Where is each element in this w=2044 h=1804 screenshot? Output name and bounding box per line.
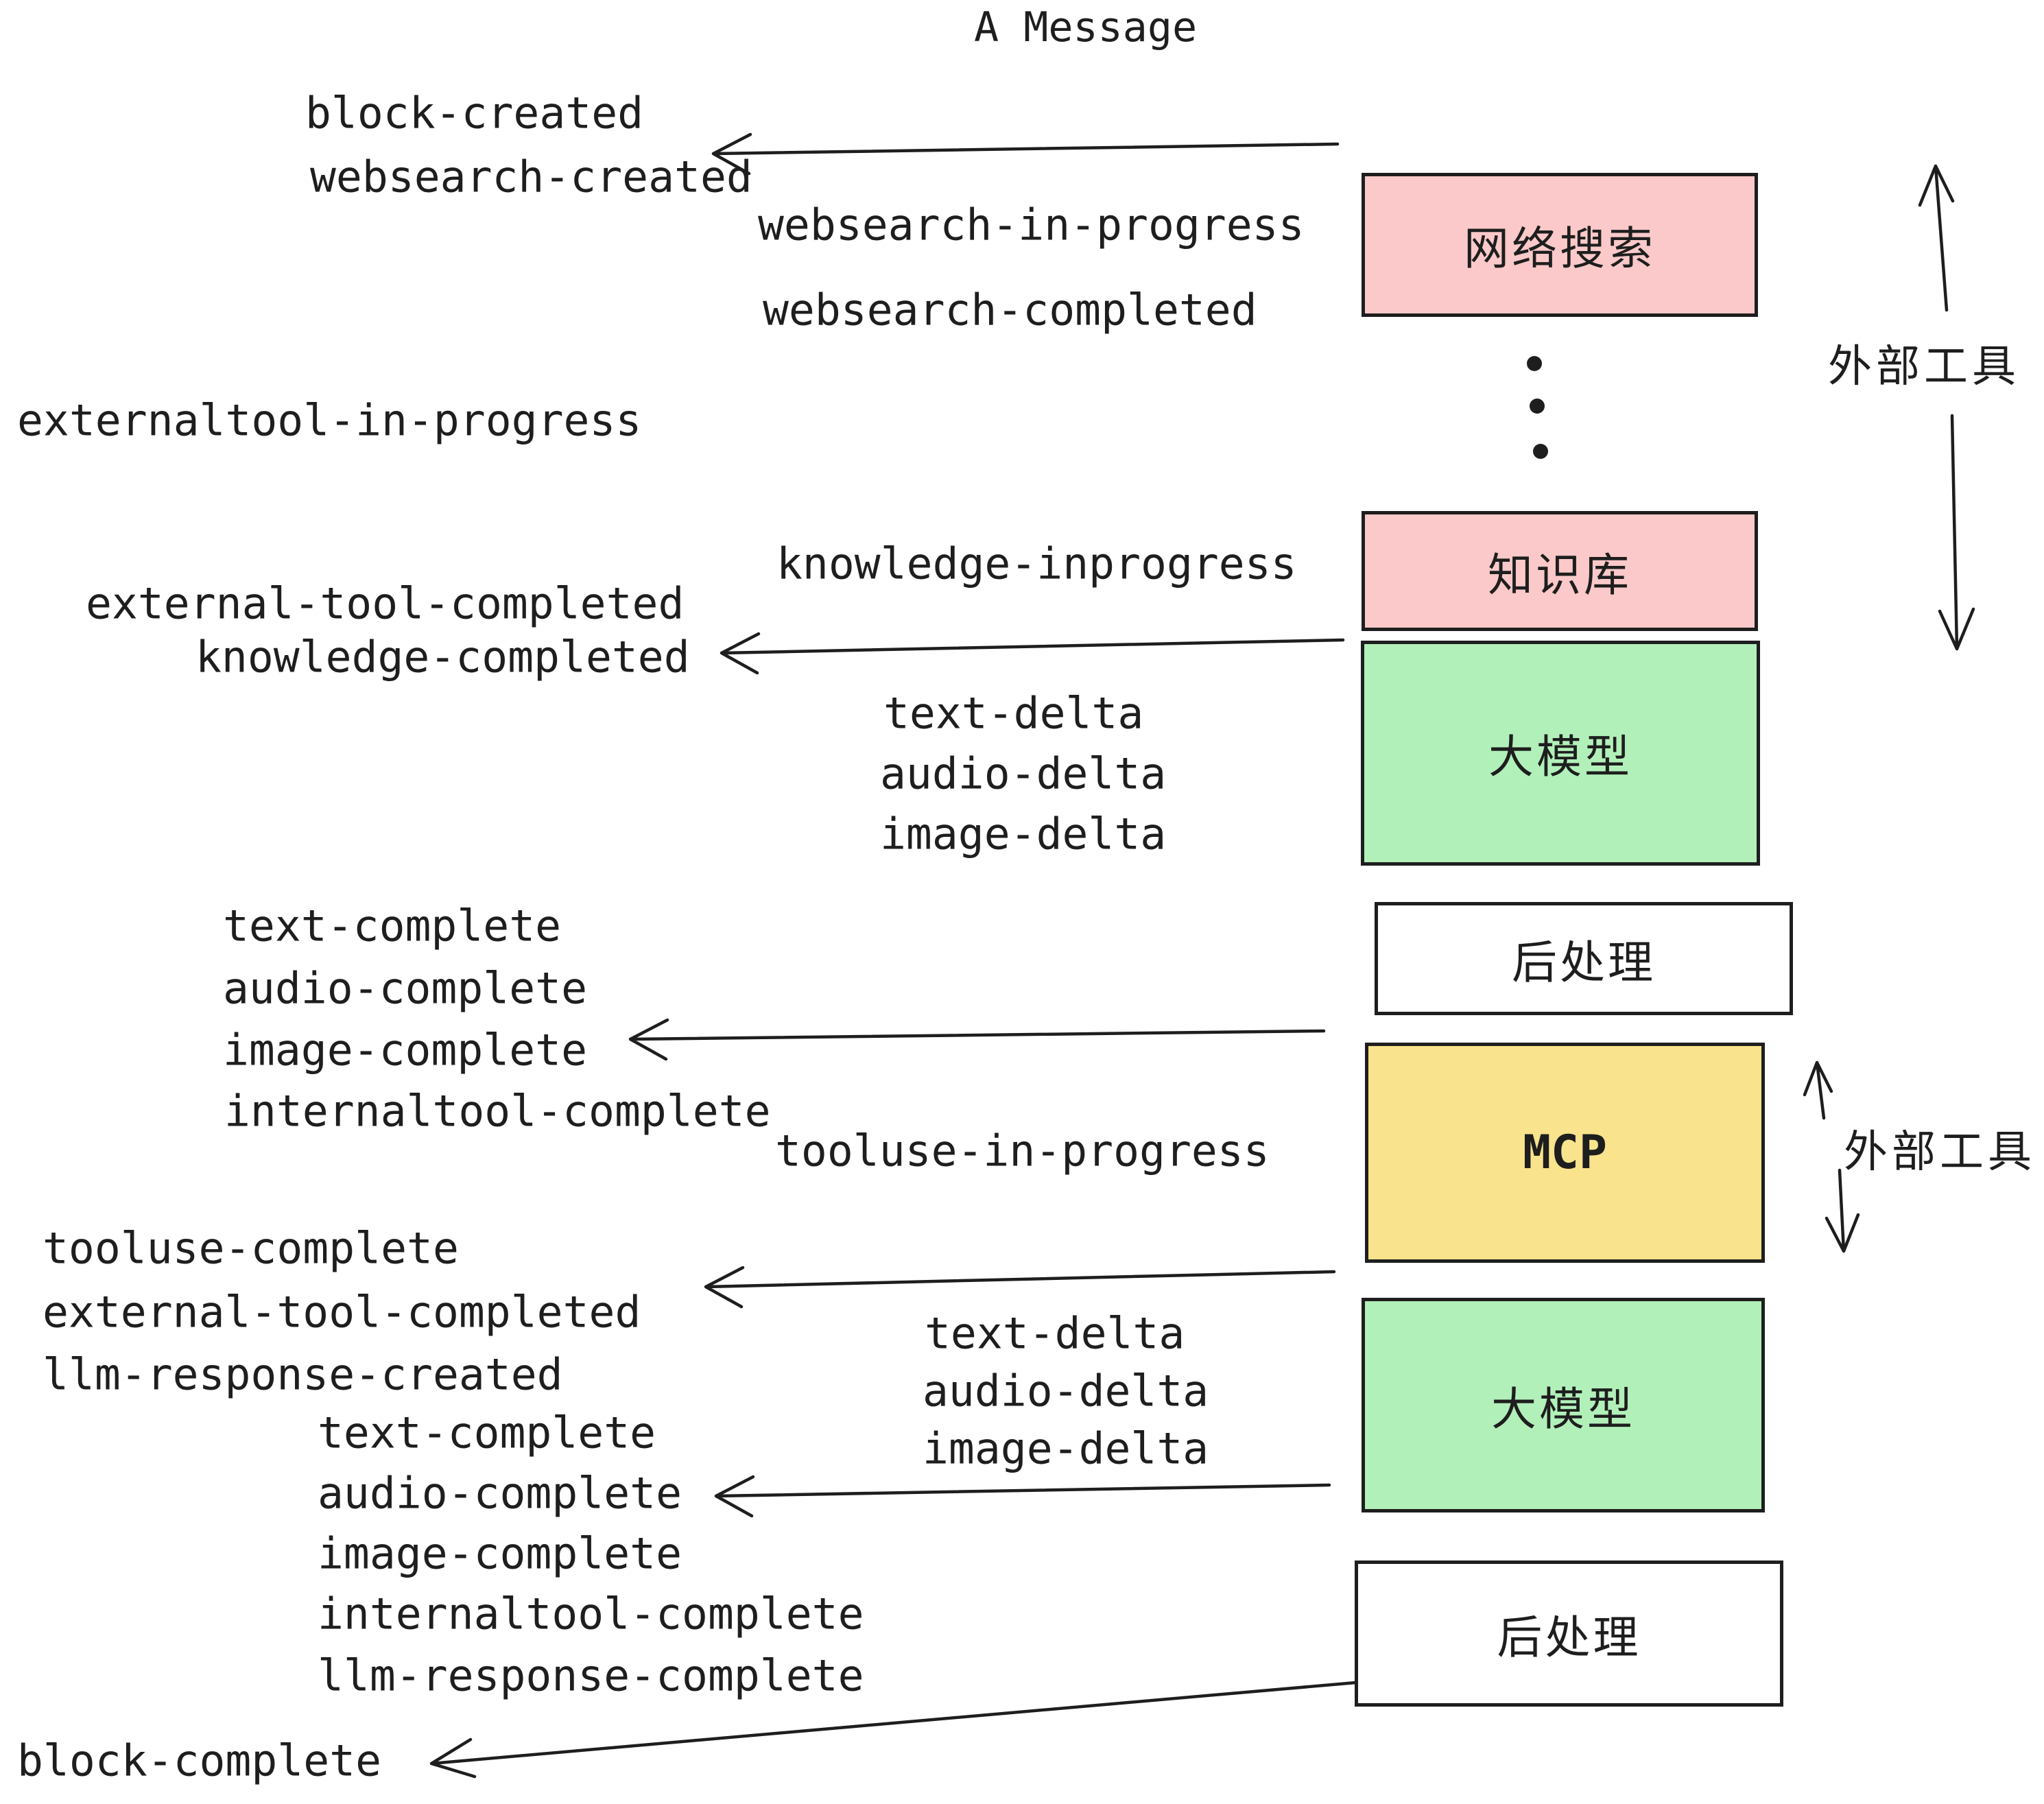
box-llm-2: 大模型: [1362, 1298, 1765, 1512]
event-label-text-complete-2: text-complete: [318, 1408, 656, 1458]
arrow-up-icon: [1918, 164, 1955, 312]
event-label-websearch-completed: websearch-completed: [763, 285, 1257, 335]
event-label-knowledge-completed: knowledge-completed: [195, 632, 690, 683]
event-label-image-delta: image-delta: [880, 809, 1167, 859]
event-label-tooluse-in-progress: tooluse-in-progress: [775, 1126, 1270, 1176]
ellipsis-dot: [1533, 444, 1548, 459]
event-label-external-tool-completed-2: external-tool-completed: [43, 1287, 641, 1338]
event-label-audio-complete-2: audio-complete: [318, 1468, 682, 1519]
box-postprocess-2-label: 后处理: [1497, 1611, 1641, 1664]
event-label-text-delta-2: text-delta: [925, 1308, 1185, 1359]
box-postprocess-2: 后处理: [1355, 1560, 1783, 1707]
event-label-block-complete: block-complete: [17, 1735, 382, 1786]
event-label-image-complete: image-complete: [223, 1025, 588, 1076]
box-knowledge-label: 知识库: [1488, 548, 1632, 602]
box-mcp-label: MCP: [1523, 1126, 1607, 1180]
box-llm-2-label: 大模型: [1491, 1382, 1635, 1436]
event-label-text-delta: text-delta: [883, 688, 1144, 739]
event-label-external-tool-completed: external-tool-completed: [86, 578, 685, 629]
box-postprocess-1: 后处理: [1375, 902, 1793, 1015]
box-postprocess-1-label: 后处理: [1512, 936, 1656, 989]
event-label-internaltool-complete: internaltool-complete: [224, 1086, 771, 1137]
arrow-left-icon: [711, 132, 1340, 176]
event-label-internaltool-complete-2: internaltool-complete: [318, 1589, 864, 1639]
event-label-image-complete-2: image-complete: [318, 1528, 682, 1579]
event-label-externaltool-in-progress: externaltool-in-progress: [17, 395, 642, 446]
arrow-left-icon: [704, 1266, 1336, 1309]
box-mcp: MCP: [1365, 1043, 1765, 1263]
arrow-left-icon: [714, 1475, 1331, 1518]
arrow-down-icon: [1825, 1168, 1860, 1253]
event-label-text-complete: text-complete: [223, 901, 562, 951]
event-label-audio-delta-2: audio-delta: [923, 1366, 1209, 1416]
ellipsis-dot: [1527, 356, 1542, 371]
box-knowledge: 知识库: [1362, 511, 1758, 631]
arrow-left-icon: [429, 1680, 1366, 1779]
external-tools-note-bottom: 外部工具: [1844, 1127, 2036, 1178]
box-llm-1: 大模型: [1361, 641, 1760, 866]
arrow-down-icon: [1938, 414, 1975, 651]
box-websearch-label: 网络搜索: [1464, 222, 1656, 275]
external-tools-note-top: 外部工具: [1828, 342, 2020, 392]
event-label-websearch-created: websearch-created: [310, 152, 752, 202]
ellipsis-dot: [1530, 399, 1545, 414]
event-label-tooluse-complete: tooluse-complete: [43, 1223, 459, 1274]
arrow-up-icon: [1803, 1060, 1833, 1120]
event-label-image-delta-2: image-delta: [923, 1423, 1209, 1474]
event-label-websearch-in-progress: websearch-in-progress: [758, 200, 1305, 250]
arrow-left-icon: [720, 632, 1345, 675]
event-label-llm-response-created: llm-response-created: [43, 1349, 563, 1400]
event-label-llm-response-complete: llm-response-complete: [318, 1650, 864, 1701]
event-label-block-created: block-created: [305, 88, 644, 139]
arrow-left-icon: [628, 1018, 1326, 1061]
event-label-audio-complete: audio-complete: [223, 963, 588, 1014]
event-label-knowledge-inprogress: knowledge-inprogress: [776, 538, 1297, 589]
box-llm-1-label: 大模型: [1488, 731, 1632, 783]
box-websearch: 网络搜索: [1362, 173, 1758, 317]
event-label-audio-delta: audio-delta: [880, 748, 1167, 799]
diagram-title: A Message: [974, 3, 1198, 51]
